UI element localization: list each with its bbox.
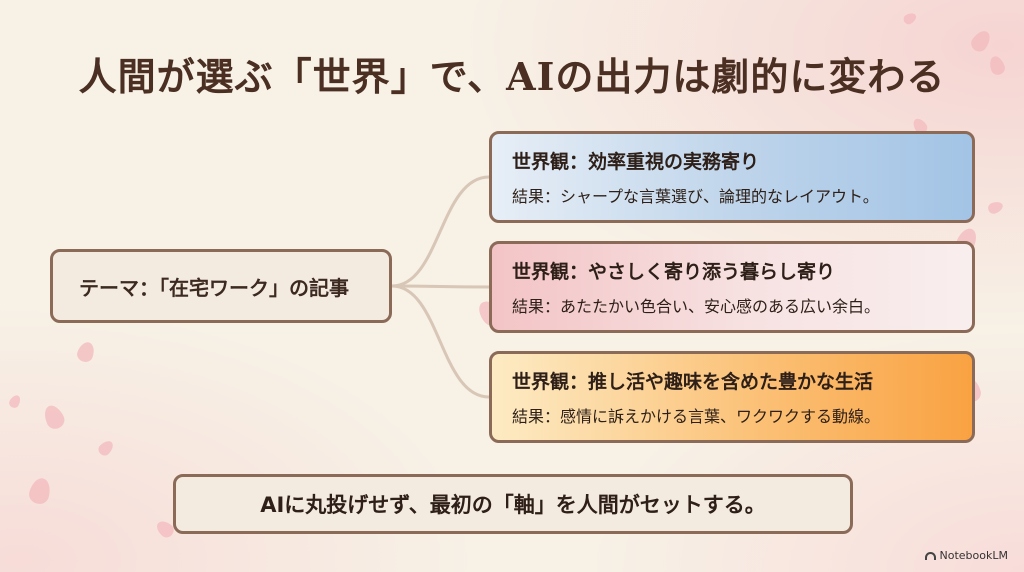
worldview-result: 結果：あたたかい色合い、安心感のある広い余白。 bbox=[512, 297, 881, 316]
page-title: 人間が選ぶ「世界」で、AIの出力は劇的に変わる bbox=[78, 54, 946, 99]
conclusion-text: AIに丸投げせず、最初の「軸」を人間がセットする。 bbox=[260, 493, 766, 517]
brand-label: NotebookLM bbox=[939, 549, 1008, 562]
connector-line-3 bbox=[391, 284, 490, 399]
worldview-result: 結果：シャープな言葉選び、論理的なレイアウト。 bbox=[512, 187, 879, 206]
worldview-box-rich-life: 世界観：推し活や趣味を含めた豊かな生活 結果：感情に訴えかける言葉、ワクワクする… bbox=[489, 351, 975, 443]
brand-watermark: NotebookLM bbox=[924, 549, 1008, 562]
worldview-box-gentle-living: 世界観：やさしく寄り添う暮らし寄り 結果：あたたかい色合い、安心感のある広い余白… bbox=[489, 241, 975, 333]
worldview-heading: 世界観：効率重視の実務寄り bbox=[512, 151, 760, 173]
connector-line-2 bbox=[391, 284, 490, 289]
notebooklm-logo-icon bbox=[924, 551, 936, 560]
connector-line-1 bbox=[391, 175, 490, 288]
worldview-heading: 世界観：推し活や趣味を含めた豊かな生活 bbox=[512, 371, 874, 393]
worldview-result: 結果：感情に訴えかける言葉、ワクワクする動線。 bbox=[512, 407, 881, 426]
worldview-heading: 世界観：やさしく寄り添う暮らし寄り bbox=[512, 261, 836, 283]
theme-label: テーマ：「在宅ワーク」の記事 bbox=[79, 275, 349, 300]
conclusion-box: AIに丸投げせず、最初の「軸」を人間がセットする。 bbox=[173, 474, 853, 534]
theme-box: テーマ：「在宅ワーク」の記事 bbox=[50, 249, 392, 323]
worldview-box-efficiency: 世界観：効率重視の実務寄り 結果：シャープな言葉選び、論理的なレイアウト。 bbox=[489, 131, 975, 223]
